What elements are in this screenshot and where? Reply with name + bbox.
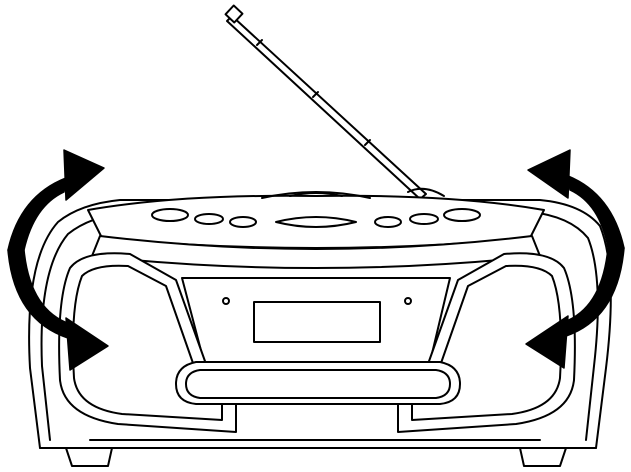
button-left-3[interactable]: [229, 216, 257, 228]
rotation-arrow-right-icon: [525, 149, 625, 369]
top-deck: [87, 191, 545, 269]
top-display: [275, 216, 357, 228]
button-left-1[interactable]: [151, 208, 189, 222]
button-right-2[interactable]: [409, 213, 439, 225]
button-left-2[interactable]: [194, 213, 224, 225]
front-display-window: [253, 301, 381, 343]
button-right-3[interactable]: [443, 208, 481, 222]
indicator-right: [404, 297, 412, 305]
button-right-1[interactable]: [374, 216, 402, 228]
antenna: [224, 4, 445, 200]
rotation-arrow-left-icon: [7, 149, 109, 371]
bottom-handle: [175, 361, 461, 405]
indicator-left: [222, 297, 230, 305]
